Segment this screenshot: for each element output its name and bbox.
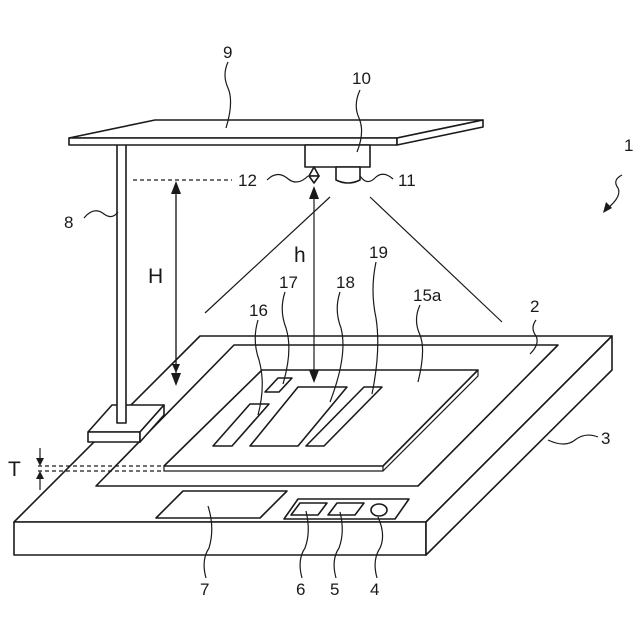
label-12: 12 xyxy=(238,171,257,190)
sensor-12 xyxy=(309,167,319,176)
sensor-12-tip xyxy=(309,176,319,183)
label-9: 9 xyxy=(223,43,232,62)
base-front-face xyxy=(14,522,426,555)
leader-11 xyxy=(360,174,393,181)
leader-9 xyxy=(225,62,231,128)
post-pillar xyxy=(117,143,126,423)
arm-front xyxy=(69,138,397,145)
label-8: 8 xyxy=(64,213,73,232)
arm-9 xyxy=(69,120,483,145)
post-foot-front xyxy=(88,432,140,442)
label-6: 6 xyxy=(296,580,305,599)
leader-1-head xyxy=(603,202,612,213)
camera-unit-10 xyxy=(305,145,370,167)
dimension-H-label: H xyxy=(148,265,163,288)
T-arrow-lower-head xyxy=(36,471,44,479)
leader-3 xyxy=(548,435,598,444)
leader-1 xyxy=(608,175,622,208)
label-17: 17 xyxy=(279,273,298,292)
lens-11 xyxy=(336,167,360,183)
label-19: 19 xyxy=(369,243,388,262)
label-18: 18 xyxy=(336,273,355,292)
label-10: 10 xyxy=(352,69,371,88)
T-arrow-upper-head xyxy=(36,458,44,466)
label-5: 5 xyxy=(330,580,339,599)
label-11: 11 xyxy=(398,171,416,190)
label-15a: 15a xyxy=(413,286,442,305)
dimension-h-label: h xyxy=(294,244,306,267)
label-2: 2 xyxy=(530,297,539,316)
leader-8 xyxy=(84,211,118,218)
label-4: 4 xyxy=(370,580,379,599)
dimension-T-label: T xyxy=(8,458,21,481)
label-16: 16 xyxy=(249,301,268,320)
label-3: 3 xyxy=(601,429,610,448)
fov-line-left xyxy=(205,197,330,313)
label-1: 1 xyxy=(624,136,633,155)
label-7: 7 xyxy=(200,580,209,599)
leader-12 xyxy=(267,174,308,182)
